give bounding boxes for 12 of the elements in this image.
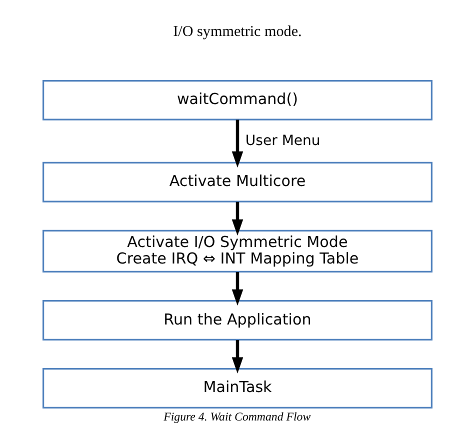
label: I/O symmetric mode. [172, 24, 302, 40]
arrow [231, 272, 243, 306]
node-box: Activate Multicore [42, 162, 432, 202]
node-box: waitCommand() [42, 80, 432, 120]
node-box: MainTask [42, 368, 432, 408]
arrow [231, 120, 243, 168]
node-box: Run the Application [42, 300, 432, 340]
caption: Figure 4. Wait Command Flow [163, 409, 310, 424]
node-box: Activate I/O Symmetric Mode Create IRQ ⇔ INT Mapping Table [42, 230, 432, 273]
edge-label: User Menu [244, 132, 320, 149]
arrow [231, 202, 243, 236]
arrow [231, 340, 243, 374]
